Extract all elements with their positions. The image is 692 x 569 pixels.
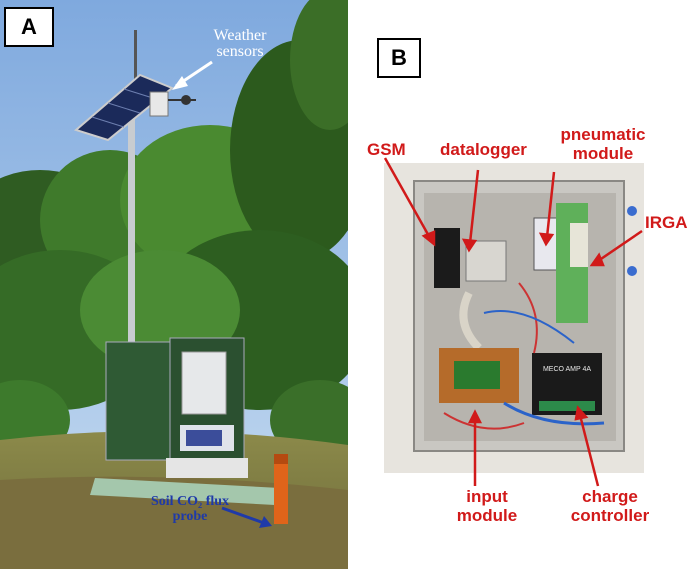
pneumatic-line2: module	[572, 144, 634, 163]
charge-line1: charge	[582, 487, 638, 506]
gsm-label: GSM	[367, 140, 406, 159]
gsm-unit	[434, 228, 460, 288]
input-line1: input	[466, 487, 508, 506]
pneumatic-line1: pneumatic	[560, 125, 646, 144]
charge-controller-label: charge controller	[562, 487, 658, 525]
photo-panel-a: Weather sensors Soil CO₂ flux probe	[0, 0, 348, 569]
datalogger-label: datalogger	[440, 140, 527, 159]
input-module-label: input module	[455, 487, 519, 525]
charge-line2: controller	[570, 506, 650, 525]
photo-panel-b: MECO AMP 4A	[384, 163, 644, 473]
soil-probe-line1: Soil CO₂ flux	[150, 494, 230, 509]
charge-controller-brand: MECO AMP 4A	[542, 366, 592, 373]
weather-sensors-line1: Weather	[213, 27, 267, 44]
input-line2: module	[456, 506, 518, 525]
panel-b-label: B	[377, 38, 421, 78]
panel-a-label: A	[4, 7, 54, 47]
soil-probe-line2: probe	[172, 509, 208, 524]
mast	[128, 90, 135, 390]
soil-probe	[274, 454, 288, 524]
weather-sensors-line2: sensors	[216, 43, 264, 60]
irga-label: IRGA	[645, 213, 688, 232]
pneumatic-module-label: pneumatic module	[558, 125, 648, 163]
weather-sensors-label: Weather sensors	[195, 28, 285, 60]
field-station-photo	[0, 0, 348, 569]
cabinet	[105, 337, 248, 478]
soil-probe-label: Soil CO₂ flux probe	[125, 494, 255, 524]
enclosure-photo	[384, 163, 644, 473]
